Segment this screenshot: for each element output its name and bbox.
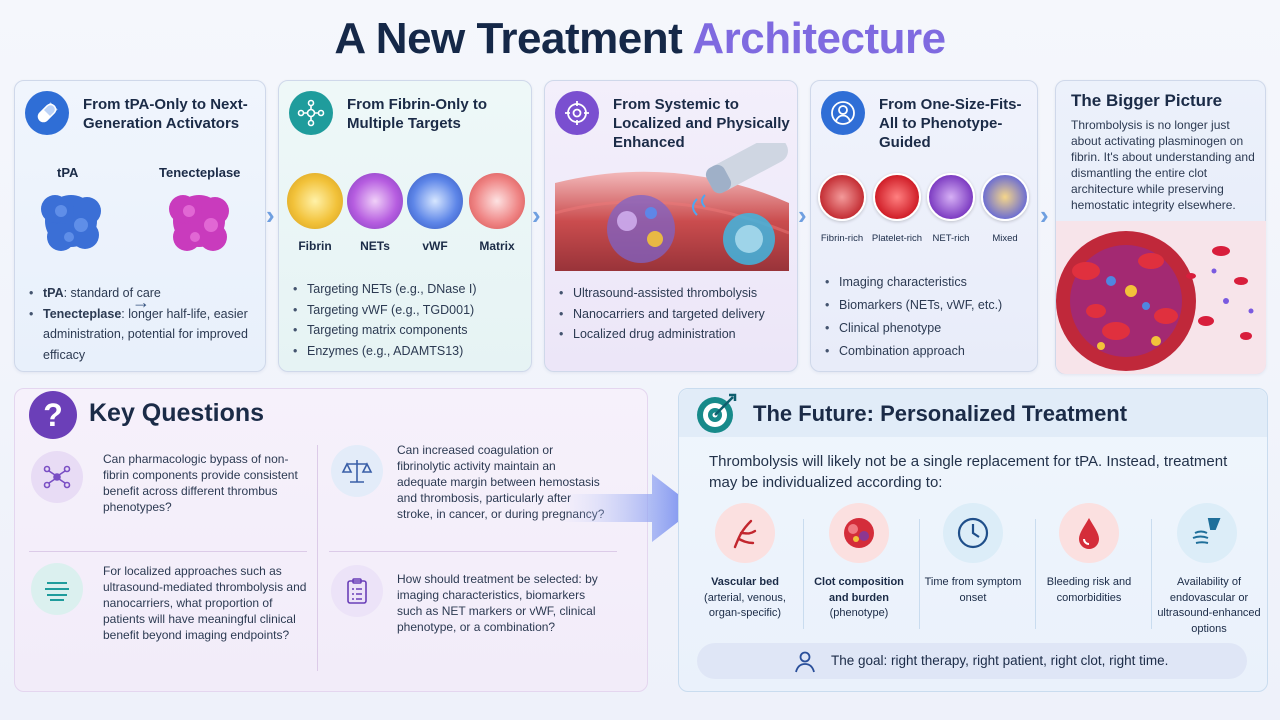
clot-illustration [1056, 221, 1266, 374]
ultrasound-probe-icon [1177, 503, 1237, 563]
vwf-blob-icon [407, 173, 463, 229]
clot-icon [829, 503, 889, 563]
list-item: Combination approach [825, 340, 1035, 363]
list-item: tPA: standard of care [29, 283, 257, 304]
bullseye-icon [697, 393, 737, 433]
divider [803, 519, 804, 629]
panel-phenotype-list: Imaging characteristics Biomarkers (NETs… [825, 271, 1035, 363]
matrix-blob-icon [469, 173, 525, 229]
future-header [679, 389, 1267, 437]
ultrasound-vessel-icon [555, 143, 789, 271]
title-part-1: A New Treatment [334, 14, 683, 63]
ultrasound-waves-icon [31, 563, 83, 615]
future-panel: The Future: Personalized Treatment Throm… [678, 388, 1268, 692]
list-item: Targeting matrix components [293, 320, 525, 341]
goal-banner: The goal: right therapy, right patient, … [697, 643, 1247, 679]
list-item: Targeting NETs (e.g., DNase I) [293, 279, 525, 300]
mixed-icon [981, 173, 1029, 221]
future-intro: Thrombolysis will likely not be a single… [709, 453, 1228, 491]
divider [1151, 519, 1152, 629]
target-label-nets: NETs [360, 239, 390, 253]
nets-blob-icon [347, 173, 403, 229]
divider [329, 551, 617, 552]
pill-icon [25, 91, 69, 135]
factor-availability: Availability of endovascular or ultrasou… [1157, 576, 1261, 635]
arrow-right-icon [560, 474, 696, 542]
blood-vessel-icon [715, 503, 775, 563]
future-title: The Future: Personalized Treatment [753, 401, 1128, 426]
list-item: Biomarkers (NETs, vWF, etc.) [825, 294, 1035, 317]
chevron-right-icon: › [266, 200, 275, 230]
phenotype-label: Platelet-rich [871, 233, 923, 244]
factor-clot-composition: Clot composition and burden(phenotype) [814, 576, 904, 619]
target-icon [555, 91, 599, 135]
network-icon [289, 91, 333, 135]
list-item: Nanocarriers and targeted delivery [559, 304, 791, 325]
person-icon [795, 651, 815, 673]
panel-targets-heading: From Fibrin-Only to Multiple Targets [347, 96, 487, 132]
target-label-fibrin: Fibrin [298, 239, 332, 253]
tenecteplase-molecule-icon [169, 195, 229, 251]
list-item: Targeting vWF (e.g., TGD001) [293, 300, 525, 321]
list-item: Imaging characteristics [825, 271, 1035, 294]
list-item: Ultrasound-assisted thrombolysis [559, 283, 791, 304]
panel-localized: From Systemic to Localized and Physicall… [544, 80, 798, 372]
divider [1035, 519, 1036, 629]
key-question-3: For localized approaches such as ultraso… [103, 564, 307, 642]
target-label-vwf: vWF [422, 239, 448, 253]
bigger-picture-text: Thrombolysis is no longer just about act… [1071, 118, 1255, 212]
phenotype-label: Fibrin-rich [820, 233, 864, 244]
target-label-matrix: Matrix [479, 239, 515, 253]
clock-icon [943, 503, 1003, 563]
factor-time-onset: Time from symptom onset [924, 576, 1022, 604]
chevron-right-icon: › [798, 200, 807, 230]
panel-bigger-picture: The Bigger Picture Thrombolysis is no lo… [1055, 80, 1266, 374]
bigger-picture-heading: The Bigger Picture [1071, 91, 1223, 110]
key-question-1: Can pharmacologic bypass of non-fibrin c… [103, 452, 298, 514]
divider [317, 445, 318, 671]
title-part-2: Architecture [692, 14, 946, 63]
person-icon [821, 91, 865, 135]
chevron-right-icon: › [532, 200, 541, 230]
key-questions-panel: ? Key Questions Can pharmacologic bypass… [14, 388, 648, 692]
phenotype-label: Mixed [992, 233, 1018, 244]
factor-vascular-bed: Vascular bed(arterial, venous, organ-spe… [704, 576, 786, 619]
tpa-molecule-icon [41, 195, 101, 251]
panel-activators-list: tPA: standard of care Tenecteplase: long… [29, 283, 257, 365]
panel-phenotype: From One-Size-Fits-All to Phenotype-Guid… [810, 80, 1038, 372]
page-title: A New Treatment Architecture [0, 14, 1280, 64]
phenotype-label: NET-rich [932, 233, 970, 244]
panel-targets-list: Targeting NETs (e.g., DNase I) Targeting… [293, 279, 525, 361]
divider [29, 551, 307, 552]
blood-drop-icon [1059, 503, 1119, 563]
panel-targets: From Fibrin-Only to Multiple Targets Fib… [278, 80, 532, 372]
balance-scale-icon [331, 445, 383, 497]
fibrin-blob-icon [287, 173, 343, 229]
platelet-rich-icon [873, 173, 921, 221]
tpa-label: tPA [57, 165, 79, 180]
key-question-2: Can increased coagulation or fibrinolyti… [397, 443, 605, 521]
fibrin-rich-icon [818, 173, 866, 221]
key-questions-title: Key Questions [89, 399, 265, 427]
clipboard-checklist-icon [331, 565, 383, 617]
key-question-4: How should treatment be selected: by ima… [397, 572, 598, 634]
list-item: Tenecteplase: longer half-life, easier a… [29, 304, 257, 366]
panel-localized-list: Ultrasound-assisted thrombolysis Nanocar… [559, 283, 791, 345]
molecule-network-icon [31, 451, 83, 503]
goal-text: The goal: right therapy, right patient, … [831, 653, 1169, 668]
panel-activators: From tPA-Only to Next-Generation Activat… [14, 80, 266, 372]
list-item: Clinical phenotype [825, 317, 1035, 340]
list-item: Localized drug administration [559, 324, 791, 345]
list-item: Enzymes (e.g., ADAMTS13) [293, 341, 525, 362]
net-rich-icon [927, 173, 975, 221]
tenecteplase-label: Tenecteplase [159, 165, 241, 180]
factor-bleeding-risk: Bleeding risk and comorbidities [1046, 576, 1132, 604]
panel-phenotype-heading: From One-Size-Fits-All to Phenotype-Guid… [879, 96, 1022, 151]
panel-localized-heading: From Systemic to Localized and Physicall… [613, 96, 790, 151]
question-mark-icon: ? [29, 391, 77, 439]
chevron-right-icon: › [1040, 200, 1049, 230]
divider [919, 519, 920, 629]
panel-activators-heading: From tPA-Only to Next-Generation Activat… [83, 96, 248, 132]
